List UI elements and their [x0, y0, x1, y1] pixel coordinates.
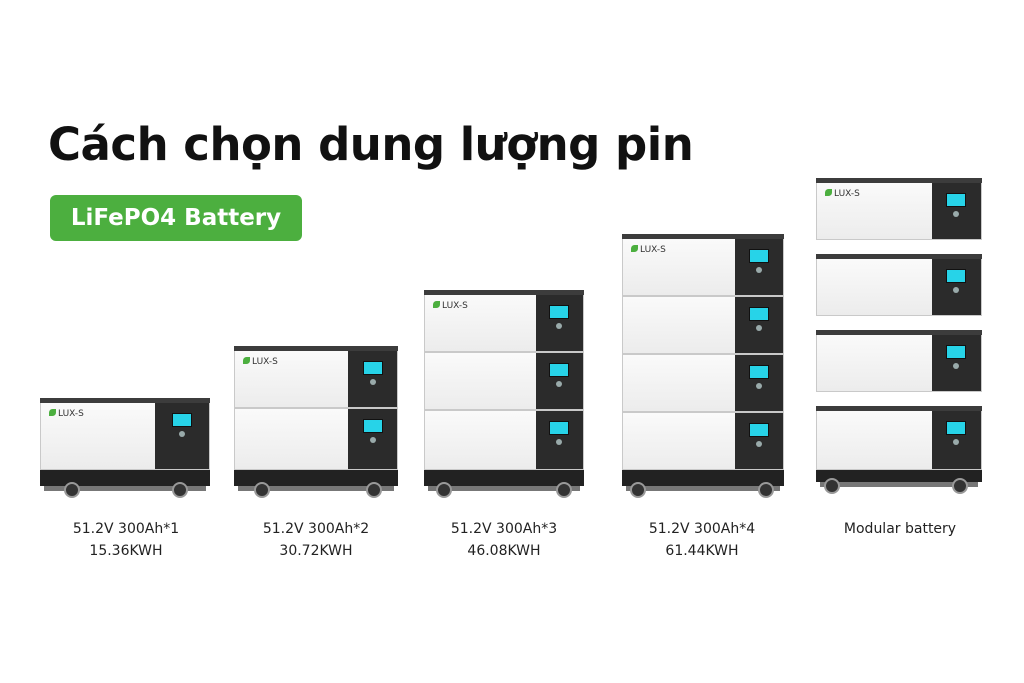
control-panel [735, 239, 783, 295]
power-button-icon [179, 431, 186, 437]
power-button-icon [556, 439, 563, 445]
battery-unit-2: LUX-S [234, 346, 398, 498]
lcd-screen-icon [946, 345, 967, 359]
wheel-icon [172, 482, 188, 498]
power-button-icon [756, 267, 762, 273]
control-panel [735, 413, 783, 469]
battery-module [424, 352, 584, 410]
lux-s-logo: LUX-S [49, 409, 84, 419]
battery-base [424, 470, 584, 491]
caption-spec: 51.2V 300Ah*2 [262, 521, 370, 537]
wheel-icon [758, 482, 774, 498]
caption-spec: 51.2V 300Ah*4 [648, 521, 756, 537]
modular-stack: LUX-S [816, 178, 982, 494]
power-button-icon [556, 381, 563, 387]
battery-module: LUX-S [622, 234, 784, 296]
power-button-icon [369, 379, 376, 385]
power-button-icon [953, 211, 960, 217]
lcd-screen-icon [549, 363, 570, 377]
lux-s-logo: LUX-S [631, 245, 666, 255]
battery-module [622, 354, 784, 412]
battery-unit-4: LUX-S [622, 234, 784, 498]
battery-module: LUX-S [40, 398, 210, 470]
lcd-screen-icon [946, 421, 967, 435]
control-panel [931, 259, 981, 315]
battery-base [40, 470, 210, 491]
page-title: Cách chọn dung lượng pin [48, 118, 694, 171]
lcd-screen-icon [362, 419, 383, 433]
battery-base [234, 470, 398, 491]
wheel-icon [630, 482, 646, 498]
battery-module [424, 410, 584, 470]
power-button-icon [953, 287, 960, 293]
power-button-icon [556, 323, 563, 329]
product-caption-3: 51.2V 300Ah*3 46.08KWH [414, 518, 594, 562]
product-caption-4: 51.2V 300Ah*4 61.44KWH [612, 518, 792, 562]
battery-module [622, 412, 784, 470]
control-panel [155, 403, 209, 469]
battery-base [816, 470, 982, 487]
battery-module [816, 406, 982, 470]
control-panel [931, 183, 981, 239]
lcd-screen-icon [549, 305, 570, 319]
caption-capacity: 46.08KWH [467, 543, 541, 559]
battery-module [622, 296, 784, 354]
lcd-screen-icon [749, 423, 769, 437]
product-caption-1: 51.2V 300Ah*1 15.36KWH [36, 518, 216, 562]
power-button-icon [369, 437, 376, 443]
power-button-icon [756, 441, 762, 447]
lux-s-logo: LUX-S [433, 301, 468, 311]
battery-module: LUX-S [234, 346, 398, 408]
product-caption-5: Modular battery [810, 518, 990, 540]
battery-module [816, 254, 982, 316]
lcd-screen-icon [749, 249, 769, 263]
lcd-screen-icon [549, 421, 570, 435]
control-panel [931, 411, 981, 469]
caption-spec: Modular battery [843, 521, 957, 537]
wheel-icon [824, 478, 840, 494]
power-button-icon [953, 439, 960, 445]
battery-module [234, 408, 398, 470]
control-panel [348, 409, 397, 469]
lux-s-logo: LUX-S [825, 189, 860, 199]
lcd-screen-icon [946, 193, 967, 207]
control-panel [348, 351, 397, 407]
battery-module: LUX-S [816, 178, 982, 240]
control-panel [931, 335, 981, 391]
control-panel [535, 353, 583, 409]
lcd-screen-icon [172, 413, 193, 427]
power-button-icon [756, 383, 762, 389]
control-panel [735, 297, 783, 353]
wheel-icon [952, 478, 968, 494]
control-panel [535, 295, 583, 351]
control-panel [535, 411, 583, 469]
control-panel [735, 355, 783, 411]
lcd-screen-icon [946, 269, 967, 283]
power-button-icon [953, 363, 960, 369]
lcd-screen-icon [362, 361, 383, 375]
lcd-screen-icon [749, 307, 769, 321]
battery-base [622, 470, 784, 491]
battery-unit-1: LUX-S [40, 398, 210, 498]
caption-spec: 51.2V 300Ah*3 [450, 521, 558, 537]
power-button-icon [756, 325, 762, 331]
lcd-screen-icon [749, 365, 769, 379]
battery-unit-3: LUX-S [424, 290, 584, 498]
battery-module [816, 330, 982, 392]
battery-module: LUX-S [424, 290, 584, 352]
caption-spec: 51.2V 300Ah*1 [72, 521, 180, 537]
lifepo4-badge: LiFePO4 Battery [50, 195, 302, 241]
caption-capacity: 15.36KWH [89, 543, 163, 559]
wheel-icon [254, 482, 270, 498]
lux-s-logo: LUX-S [243, 357, 278, 367]
caption-capacity: 30.72KWH [279, 543, 353, 559]
wheel-icon [436, 482, 452, 498]
wheel-icon [366, 482, 382, 498]
product-caption-2: 51.2V 300Ah*2 30.72KWH [226, 518, 406, 562]
wheel-icon [556, 482, 572, 498]
caption-capacity: 61.44KWH [665, 543, 739, 559]
wheel-icon [64, 482, 80, 498]
